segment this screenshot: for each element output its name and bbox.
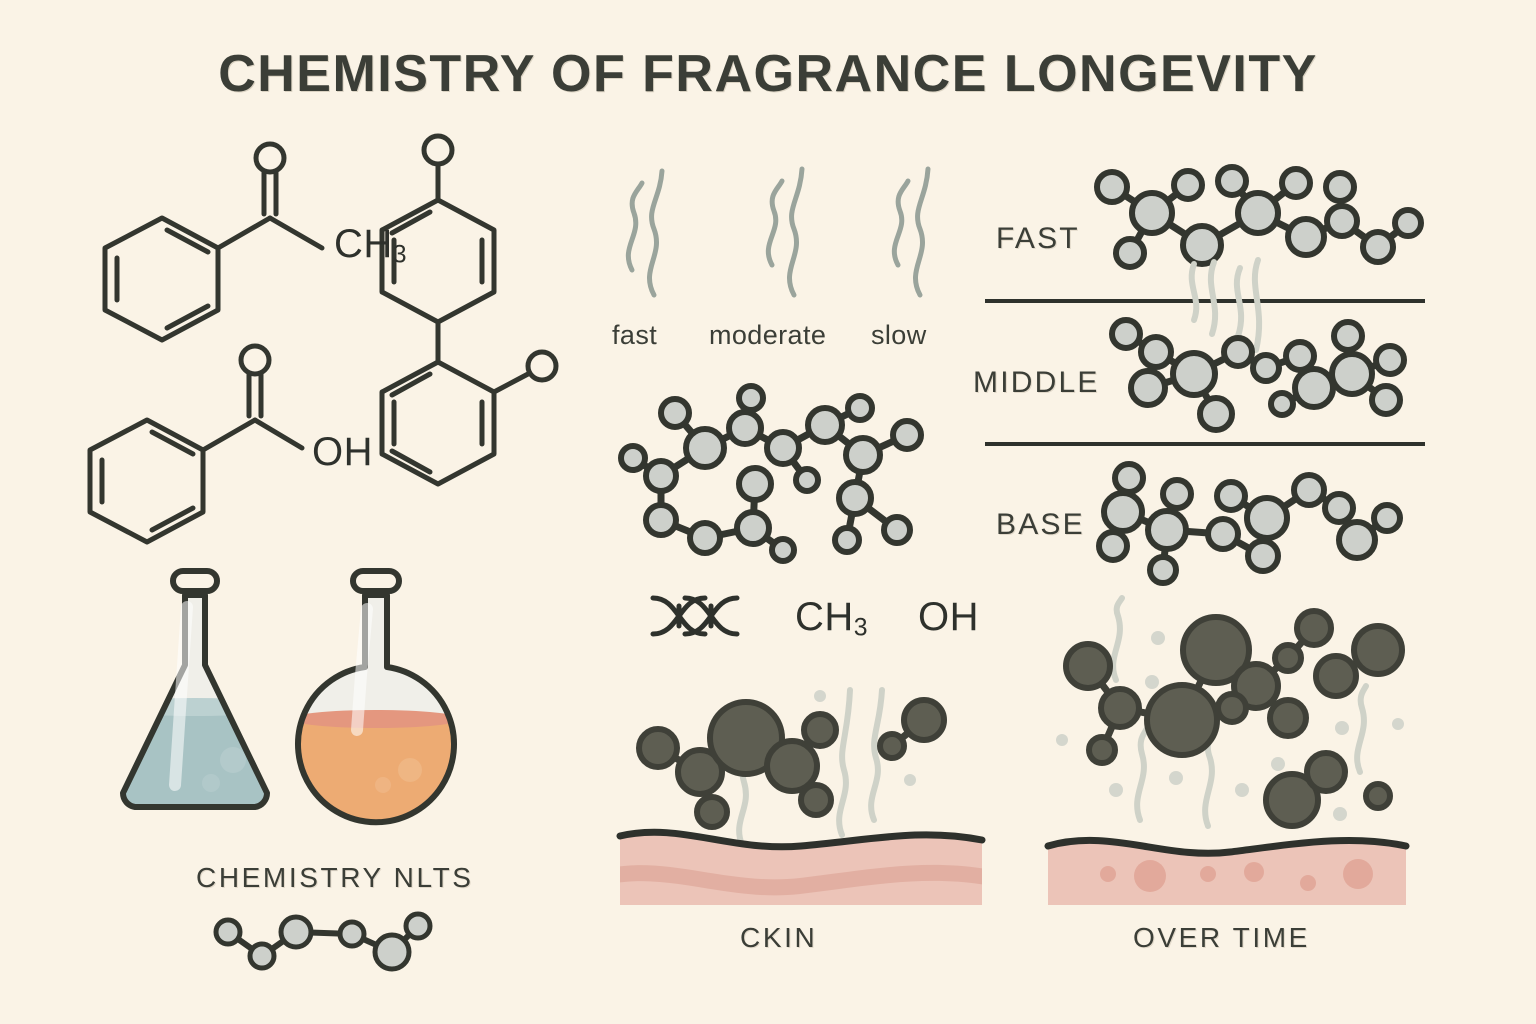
base-note-molecule — [1095, 461, 1425, 586]
skin-scene-over-time — [1040, 595, 1412, 905]
chemical-structures-group: CH3 OH — [70, 130, 590, 550]
page-title: CHEMISTRY OF FRAGRANCE LONGEVITY — [218, 45, 1318, 103]
benzoic-hydroxyl-label: OH — [312, 430, 373, 474]
acetophenone-methyl-label: CH3 — [334, 222, 408, 269]
round-flask-liquid — [297, 717, 454, 823]
rate-label-fast: fast — [612, 320, 658, 350]
skin-scene-initial — [616, 687, 986, 905]
vapor-dots — [814, 690, 916, 786]
benzoic-bond-1 — [200, 417, 258, 453]
benzoic-bond-2 — [252, 417, 305, 451]
tier-label-middle: MIDDLE — [973, 366, 1100, 399]
round-bottom-flask — [295, 568, 457, 826]
biphenyl-bottom-ring — [379, 359, 497, 487]
fragrance-molecules — [1063, 608, 1405, 829]
erlenmeyer-liquid — [122, 705, 268, 807]
skin-spots — [1100, 859, 1373, 892]
skin-surface-line — [616, 828, 986, 851]
dermis-band — [620, 864, 982, 896]
glassware-svg — [119, 568, 457, 826]
acetophenone-bond-2 — [267, 215, 325, 251]
rate-label-slow: slow — [871, 320, 927, 350]
skin-surface-line — [1044, 836, 1410, 857]
tier-label-fast: FAST — [996, 222, 1080, 255]
vapor-dots — [1056, 631, 1404, 821]
evaporation-vapor-group — [610, 165, 980, 305]
tier-label-base: BASE — [996, 508, 1085, 541]
methyl-group-label: CH3 — [795, 595, 869, 642]
fragrance-molecules — [636, 697, 947, 830]
acetophenone-oxygen-circle — [253, 141, 287, 175]
structures-svg — [87, 133, 559, 545]
middle-panel-caption: CKIN — [740, 922, 818, 953]
middle-molecule-diagram — [615, 380, 945, 570]
biphenyl-side-oxygen-circle — [525, 349, 559, 383]
hydroxyl-group-label: OH — [918, 595, 979, 639]
biphenyl-top-oxygen-circle — [421, 133, 455, 167]
acetophenone-ring — [102, 215, 221, 343]
dna-helix-icon — [645, 592, 745, 640]
tier-divider-1 — [985, 299, 1425, 303]
left-panel-caption: CHEMISTRY NLTS — [196, 862, 474, 893]
biphenyl-side-o-bond — [491, 371, 531, 395]
skin-layer — [620, 832, 982, 905]
acetophenone-bond-1 — [215, 215, 273, 251]
vapor-wisps — [736, 687, 885, 848]
benzoic-oxygen-circle — [238, 343, 272, 377]
middle-note-molecule — [1108, 317, 1428, 435]
left-small-molecule — [200, 908, 440, 978]
skin-layer — [1048, 840, 1406, 905]
glassware-group — [115, 555, 515, 845]
erlenmeyer-flask — [119, 568, 271, 810]
benzoic-acid-ring — [87, 417, 206, 545]
rate-label-moderate: moderate — [709, 320, 827, 350]
vapor-wisps — [1110, 595, 1369, 829]
right-panel-caption: OVER TIME — [1133, 922, 1310, 953]
tier-divider-2 — [985, 442, 1425, 446]
